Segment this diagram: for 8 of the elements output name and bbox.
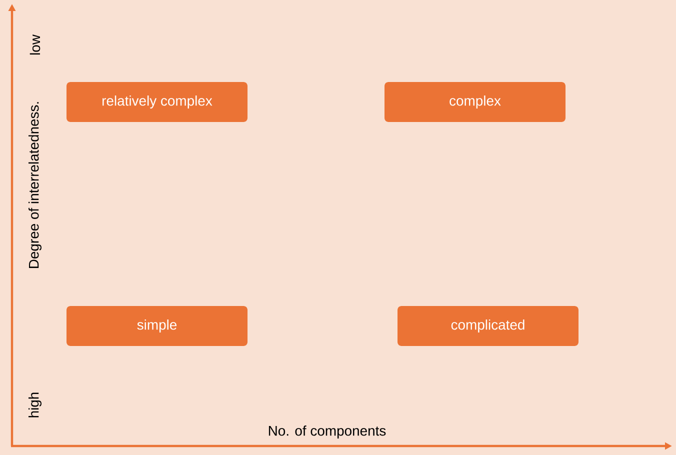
quadrant-box: simple (66, 306, 248, 346)
quadrant-box: complex (384, 82, 566, 122)
quadrant-box: relatively complex (66, 82, 248, 122)
quadrant-box: complicated (398, 306, 578, 346)
axis-label: low (30, 34, 40, 55)
axis-label: No. of components (268, 426, 386, 438)
axis-label: Degree of interrelatedness. (28, 102, 42, 268)
axis-label: high (28, 392, 42, 418)
